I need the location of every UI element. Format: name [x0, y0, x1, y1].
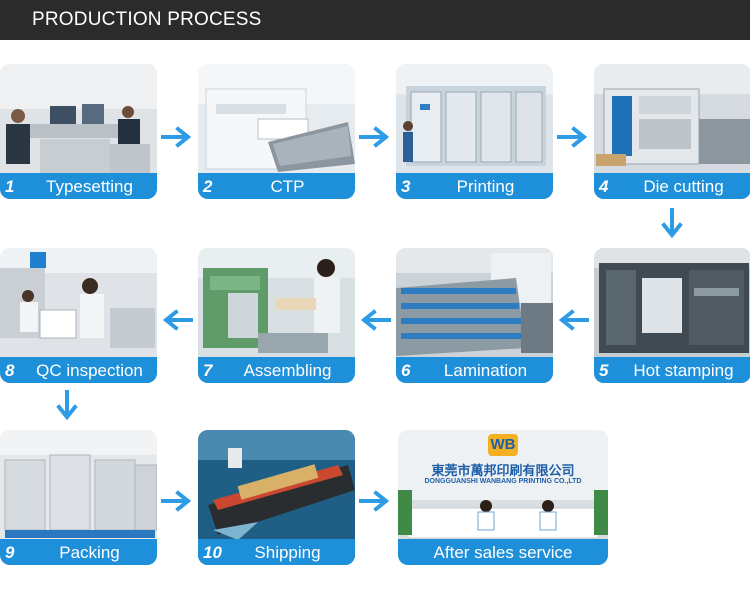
- step-label: 6 Lamination: [396, 357, 553, 383]
- step-label: 10 Shipping: [198, 539, 355, 565]
- step-label: 4 Die cutting: [594, 173, 750, 199]
- step-card-typesetting: 1 Typesetting: [0, 64, 157, 199]
- step-number: 6: [401, 361, 411, 380]
- step-number: 4: [599, 177, 609, 196]
- step-label: 8 QC inspection: [0, 357, 157, 383]
- step-name: After sales service: [433, 543, 573, 562]
- step-name: Hot stamping: [633, 361, 734, 380]
- company-logo: WB: [488, 434, 518, 456]
- arrow-right-icon: [359, 126, 390, 148]
- step-name: Die cutting: [643, 177, 724, 196]
- company-name-chinese: 東莞市萬邦印刷有限公司: [431, 464, 575, 479]
- step-card-ctp: 2 CTP: [198, 64, 355, 199]
- typesetting-photo: [0, 64, 157, 199]
- step-number: 9: [5, 543, 15, 562]
- hot-stamping-photo: [594, 248, 750, 383]
- step-label: After sales service: [398, 539, 608, 565]
- step-card-die-cutting: 4 Die cutting: [594, 64, 750, 199]
- step-label: 2 CTP: [198, 173, 355, 199]
- step-number: 7: [203, 361, 213, 380]
- step-number: 8: [5, 361, 15, 380]
- arrow-right-icon: [161, 490, 192, 512]
- arrow-left-icon: [558, 309, 589, 331]
- step-label: 9 Packing: [0, 539, 157, 565]
- step-label: 7 Assembling: [198, 357, 355, 383]
- header-bar: PRODUCTION PROCESS: [0, 0, 750, 40]
- arrow-right-icon: [557, 126, 588, 148]
- die-cutting-photo: [594, 64, 750, 199]
- arrow-right-icon: [161, 126, 192, 148]
- step-name: Packing: [59, 543, 120, 562]
- step-card-packing: 9 Packing: [0, 430, 157, 565]
- step-label: 5 Hot stamping: [594, 357, 750, 383]
- arrow-left-icon: [360, 309, 391, 331]
- step-card-qc-inspection: 8 QC inspection: [0, 248, 157, 383]
- step-number: 5: [599, 361, 609, 380]
- step-name: Typesetting: [46, 177, 133, 196]
- company-name-english: DONGGUANSHI WANBANG PRINTING CO.,LTD: [424, 478, 582, 485]
- step-name: CTP: [270, 177, 305, 196]
- step-label: 3 Printing: [396, 173, 553, 199]
- step-number: 3: [401, 177, 411, 196]
- step-name: Lamination: [443, 361, 528, 380]
- step-number: 10: [203, 543, 222, 562]
- step-card-assembling: 7 Assembling: [198, 248, 355, 383]
- step-card-printing: 3 Printing: [396, 64, 553, 199]
- page-title: PRODUCTION PROCESS: [32, 9, 262, 30]
- step-name: QC inspection: [36, 361, 143, 380]
- step-card-shipping: 10 Shipping: [198, 430, 355, 565]
- arrow-left-icon: [162, 309, 193, 331]
- step-label: 1 Typesetting: [0, 173, 157, 199]
- step-number: 1: [5, 177, 15, 196]
- logo-text: WB: [490, 436, 516, 453]
- arrow-down-icon: [661, 208, 683, 239]
- step-card-hot-stamping: 5 Hot stamping: [594, 248, 750, 383]
- step-card-after-sales: WB 東莞市萬邦印刷有限公司 DONGGUANSHI WANBANG PRINT…: [398, 430, 608, 565]
- step-number: 2: [203, 177, 213, 196]
- step-name: Shipping: [254, 543, 321, 562]
- arrow-down-icon: [56, 390, 78, 421]
- step-name: Printing: [456, 177, 515, 196]
- step-name: Assembling: [243, 361, 332, 380]
- arrow-right-icon: [359, 490, 390, 512]
- step-card-lamination: 6 Lamination: [396, 248, 553, 383]
